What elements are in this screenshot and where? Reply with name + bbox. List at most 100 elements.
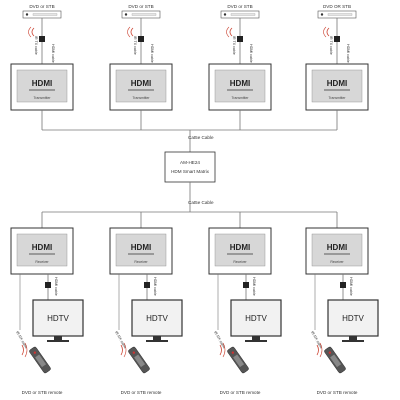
source-label: DVD or STB bbox=[128, 4, 153, 9]
ir-wave-icon bbox=[229, 27, 233, 37]
matrix-name: HDM Smart Matrix bbox=[171, 169, 209, 174]
ir-wave-icon bbox=[24, 342, 28, 358]
transmitter-label: Transmitter bbox=[231, 96, 249, 100]
ir-cable-label: IR TX cable bbox=[133, 36, 137, 55]
remote-control-icon bbox=[324, 346, 346, 374]
hdmi-plug-icon bbox=[340, 282, 346, 288]
ir-cable-label: IR TX cable bbox=[34, 36, 38, 55]
transmitter-panel bbox=[214, 69, 266, 103]
receiver-label: Receiver bbox=[134, 260, 148, 264]
disc-tray-icon bbox=[230, 13, 256, 16]
hdmi-cable-label: HDMI cable bbox=[249, 44, 253, 63]
logo-underline bbox=[128, 89, 154, 91]
source-label: DVD OR STB bbox=[323, 4, 351, 9]
remote-control-icon bbox=[227, 346, 249, 374]
tv-screen bbox=[327, 299, 379, 337]
receiver-label: Receiver bbox=[35, 260, 49, 264]
top-link-label: Cat5e Cable bbox=[188, 135, 214, 140]
tv-stand-base bbox=[47, 340, 69, 342]
tv-label: HDTV bbox=[342, 314, 364, 323]
hdmi-plug-icon bbox=[39, 36, 45, 42]
receiver-panel bbox=[16, 233, 68, 267]
source-label: DVD or STB bbox=[29, 4, 54, 9]
disc-tray-icon bbox=[327, 13, 353, 16]
ir-cable-label: IR TX cable bbox=[329, 36, 333, 55]
ir-wave-icon bbox=[123, 342, 127, 358]
transmitter-label: Transmitter bbox=[33, 96, 51, 100]
remote-control-icon bbox=[128, 346, 150, 374]
ir-wave-icon bbox=[28, 26, 32, 38]
sink-column: HDMI Receiver HDMI cable HDTV IR-RX cabl… bbox=[109, 212, 183, 395]
hdmi-plug-icon bbox=[45, 282, 51, 288]
transmitter-label: Transmitter bbox=[328, 96, 346, 100]
hdmi-plug-icon bbox=[138, 36, 144, 42]
power-led-icon bbox=[320, 13, 324, 16]
hdmi-plug-icon bbox=[144, 282, 150, 288]
logo-underline bbox=[324, 253, 350, 255]
hdmi-plug-icon bbox=[243, 282, 249, 288]
tv-screen bbox=[131, 299, 183, 337]
tv-label: HDTV bbox=[47, 314, 69, 323]
ir-wave-icon bbox=[219, 344, 222, 356]
hdmi-logo-text: HDMI bbox=[327, 243, 347, 252]
remote-label: DVD or STB remote bbox=[220, 390, 261, 395]
ir-wave-icon bbox=[127, 26, 131, 38]
hdmi-cable-label: HDMI cable bbox=[153, 277, 157, 296]
receiver-panel bbox=[115, 233, 167, 267]
transmitter-panel bbox=[16, 69, 68, 103]
logo-underline bbox=[29, 253, 55, 255]
logo-underline bbox=[128, 253, 154, 255]
hdmi-cable-label: HDMI cable bbox=[150, 44, 154, 63]
transmitter-panel bbox=[115, 69, 167, 103]
tv-stand-neck bbox=[349, 336, 357, 340]
ir-wave-icon bbox=[31, 27, 35, 37]
hdmi-cable-label: HDMI cable bbox=[349, 277, 353, 296]
disc-tray-icon bbox=[131, 13, 157, 16]
power-led-icon bbox=[124, 13, 128, 16]
hdmi-plug-icon bbox=[237, 36, 243, 42]
tv-stand-base bbox=[342, 340, 364, 342]
remote-label: DVD or STB remote bbox=[121, 390, 162, 395]
matrix-model: AM-HE24 bbox=[180, 160, 200, 165]
logo-underline bbox=[227, 253, 253, 255]
ir-wave-icon bbox=[326, 27, 330, 37]
receiver-label: Receiver bbox=[233, 260, 247, 264]
hdmi-cable-label: HDMI cable bbox=[51, 44, 55, 63]
sink-column: HDMI Receiver HDMI cable HDTV IR-RX cabl… bbox=[208, 212, 282, 395]
hdmi-logo-text: HDMI bbox=[327, 79, 347, 88]
hdmi-logo-text: HDMI bbox=[32, 243, 52, 252]
ir-wave-icon bbox=[222, 342, 226, 358]
receiver-panel bbox=[214, 233, 266, 267]
tv-screen bbox=[32, 299, 84, 337]
hdmi-logo-text: HDMI bbox=[131, 243, 151, 252]
tv-label: HDTV bbox=[245, 314, 267, 323]
hdmi-logo-text: HDMI bbox=[131, 79, 151, 88]
hdmi-plug-icon bbox=[334, 36, 340, 42]
logo-underline bbox=[324, 89, 350, 91]
receiver-panel bbox=[311, 233, 363, 267]
hdmi-cable-label: HDMI cable bbox=[54, 277, 58, 296]
remote-control-icon bbox=[29, 346, 51, 374]
ir-wave-icon bbox=[21, 344, 24, 356]
logo-underline bbox=[227, 89, 253, 91]
bottom-link-label: Cat5e Cable bbox=[188, 200, 214, 205]
source-column: DVD or STB HDMI cable IR TX cable HDMI T… bbox=[10, 4, 74, 130]
matrix-box bbox=[164, 151, 216, 183]
hdmi-cable-label: HDMI cable bbox=[252, 277, 256, 296]
ir-wave-icon bbox=[226, 26, 230, 38]
tv-label: HDTV bbox=[146, 314, 168, 323]
ir-wave-icon bbox=[120, 344, 123, 356]
tv-stand-neck bbox=[153, 336, 161, 340]
hdmi-logo-text: HDMI bbox=[230, 243, 250, 252]
hdmi-cable-label: HDMI cable bbox=[346, 44, 350, 63]
transmitter-label: Transmitter bbox=[132, 96, 150, 100]
power-led-icon bbox=[25, 13, 29, 16]
tv-stand-base bbox=[146, 340, 168, 342]
receiver-label: Receiver bbox=[330, 260, 344, 264]
sink-column: HDMI Receiver HDMI cable HDTV IR-RX cabl… bbox=[10, 212, 84, 395]
tv-stand-base bbox=[245, 340, 267, 342]
power-led-icon bbox=[223, 13, 227, 16]
source-label: DVD or STB bbox=[227, 4, 252, 9]
source-column: DVD or STB HDMI cable IR TX cable HDMI T… bbox=[109, 4, 173, 130]
